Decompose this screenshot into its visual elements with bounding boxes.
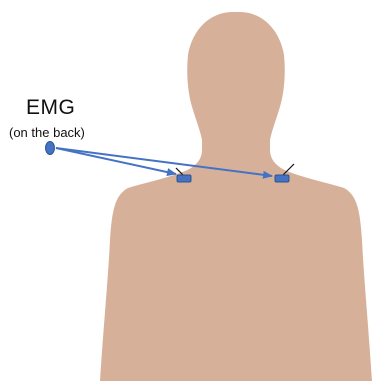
- human-silhouette: [100, 12, 372, 381]
- left-electrode-sensor-icon: [177, 175, 191, 182]
- emg-device-marker-icon: [46, 142, 55, 155]
- emg-title: EMG: [26, 96, 75, 120]
- emg-subtitle: (on the back): [9, 125, 85, 140]
- right-electrode-sensor-icon: [275, 175, 289, 182]
